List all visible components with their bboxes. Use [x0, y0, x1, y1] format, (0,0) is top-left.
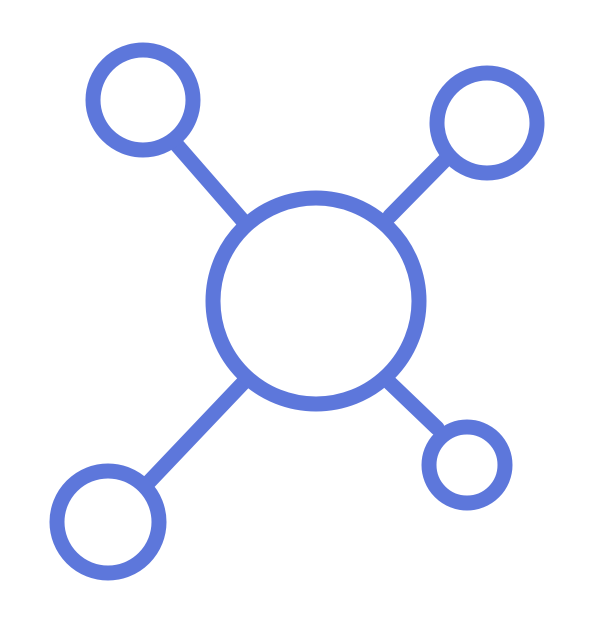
bottom-left-node [49, 463, 167, 581]
bottom-right-node [421, 419, 513, 511]
connector-top-left [168, 136, 252, 230]
center-node [205, 190, 427, 412]
connector-bottom-right [382, 375, 445, 436]
top-left-node [85, 42, 201, 158]
connector-bottom-left [140, 374, 252, 491]
connector-top-right [382, 152, 453, 224]
top-right-node [429, 65, 545, 181]
